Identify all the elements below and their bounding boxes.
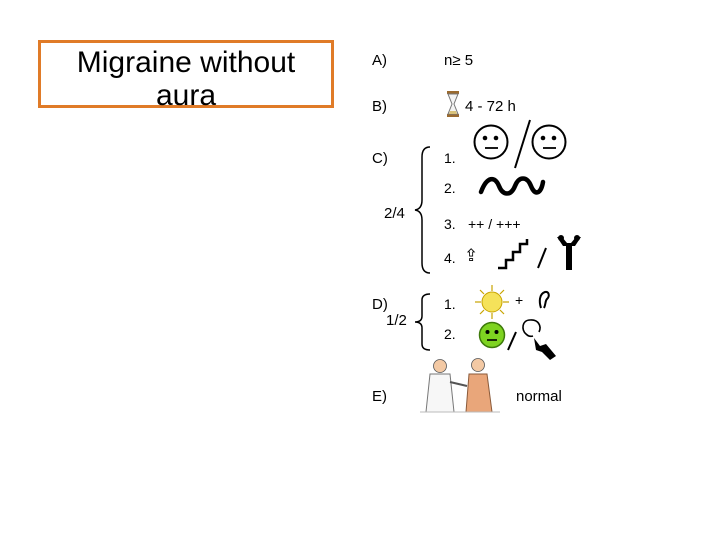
title-box: Migraine without aura: [38, 40, 334, 112]
criterion-d-item-1-plus: +: [515, 292, 524, 308]
slash-divider-3: [507, 331, 517, 351]
criterion-d-label: D): [372, 296, 388, 313]
up-arrow-icon: ⇪: [464, 246, 479, 265]
slash-divider: [514, 119, 531, 169]
nausea-face-icon: [478, 321, 506, 349]
stairs-icon: [498, 239, 529, 270]
criterion-a-text: n≥ 5: [444, 52, 474, 69]
criterion-b-text: 4 - 72 h: [465, 98, 516, 115]
sun-icon: [475, 285, 509, 319]
criterion-d-brace: [414, 293, 431, 351]
criterion-c-item-3-text: ++ / +++: [468, 216, 521, 232]
criterion-c-label: C): [372, 150, 388, 167]
title-line-1: Migraine without: [76, 46, 296, 79]
hourglass-icon: [447, 91, 459, 117]
hand-icon: [522, 319, 556, 360]
criterion-d-item-2-num: 2.: [444, 326, 456, 342]
criterion-d-fraction: 1/2: [386, 312, 407, 329]
wave-icon: [478, 176, 546, 196]
criterion-c-fraction: 2/4: [384, 205, 405, 222]
face-left-icon: [473, 124, 509, 160]
criterion-e-text: normal: [516, 388, 562, 405]
criterion-c-brace: [414, 146, 431, 274]
ear-icon: [538, 290, 550, 309]
criterion-c-item-4-num: 4.: [444, 250, 456, 266]
criterion-c-item-1-num: 1.: [444, 150, 456, 166]
criterion-d-item-1-num: 1.: [444, 296, 456, 312]
criterion-e-label: E): [372, 388, 387, 405]
doctor-patient-icon: [420, 358, 500, 413]
face-right-icon: [531, 124, 567, 160]
criterion-b-label: B): [372, 98, 387, 115]
criterion-c-item-2-num: 2.: [444, 180, 456, 196]
criterion-c-item-3-num: 3.: [444, 216, 456, 232]
title-line-2: aura: [155, 79, 217, 112]
criterion-a-label: A): [372, 52, 387, 69]
slash-divider-2: [537, 247, 547, 269]
neck-bend-icon: [557, 235, 581, 270]
